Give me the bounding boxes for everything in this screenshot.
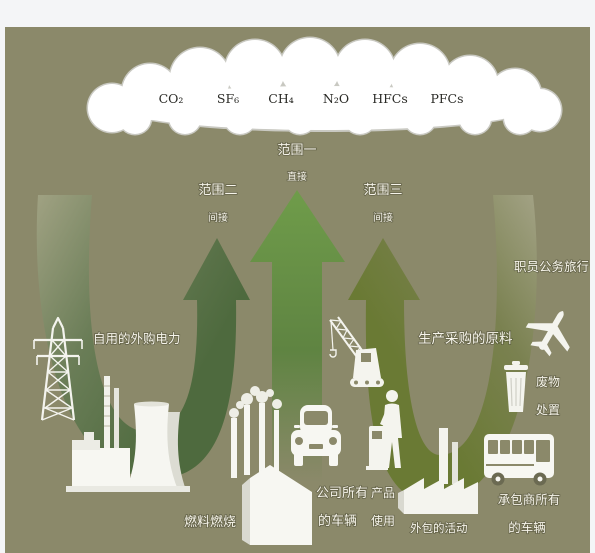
label-contractor-vehicles-line1: 承包商所有 xyxy=(498,492,561,507)
scope1-title: 范围一 xyxy=(277,143,316,158)
fuel-pump-person-icon xyxy=(366,390,402,470)
gas-n2o: N₂O xyxy=(323,91,349,106)
label-purchased-electricity: 自用的外购电力 xyxy=(93,331,181,346)
label-fuel-combustion: 燃料燃烧 xyxy=(184,514,236,530)
scope3-title: 范围三 xyxy=(363,183,402,198)
factory-icon xyxy=(398,428,478,514)
label-waste-disposal-line2: 处置 xyxy=(536,403,560,417)
label-purchased-materials: 生产采购的原料 xyxy=(418,331,513,347)
cloud-icon xyxy=(86,36,563,136)
chimney-building-icon xyxy=(229,386,312,545)
scope2-arrow xyxy=(36,195,250,479)
label-waste-disposal-line1: 废物 xyxy=(536,374,560,389)
scope1-subtitle: 直接 xyxy=(287,170,307,183)
label-company-vehicles-line1: 公司所有 xyxy=(316,486,368,501)
gas-pfcs: PFCs xyxy=(430,91,463,106)
label-business-travel: 职员公务旅行 xyxy=(514,259,589,274)
scope2-title: 范围二 xyxy=(198,183,237,198)
crane-icon xyxy=(329,316,384,387)
label-product-use-line1: 产品 xyxy=(371,486,395,500)
gas-sf6: SF₆ xyxy=(217,91,239,106)
trash-bin-icon xyxy=(504,361,528,412)
label-product-use-line2: 使用 xyxy=(371,513,395,528)
airplane-icon xyxy=(525,310,570,357)
bus-icon xyxy=(484,434,554,486)
car-icon xyxy=(291,405,341,466)
gas-co2: CO₂ xyxy=(159,91,184,106)
transmission-tower-icon xyxy=(33,316,83,421)
gas-hfcs: HFCs xyxy=(372,91,408,106)
power-plant-icon xyxy=(66,376,190,492)
scope2-subtitle: 间接 xyxy=(208,211,228,224)
scope3-subtitle: 间接 xyxy=(373,211,393,224)
label-company-vehicles-line2: 的车辆 xyxy=(318,513,357,529)
label-outsourced-activities: 外包的活动 xyxy=(410,521,468,535)
gas-ch4: CH₄ xyxy=(268,91,293,106)
label-contractor-vehicles-line2: 的车辆 xyxy=(508,520,546,535)
